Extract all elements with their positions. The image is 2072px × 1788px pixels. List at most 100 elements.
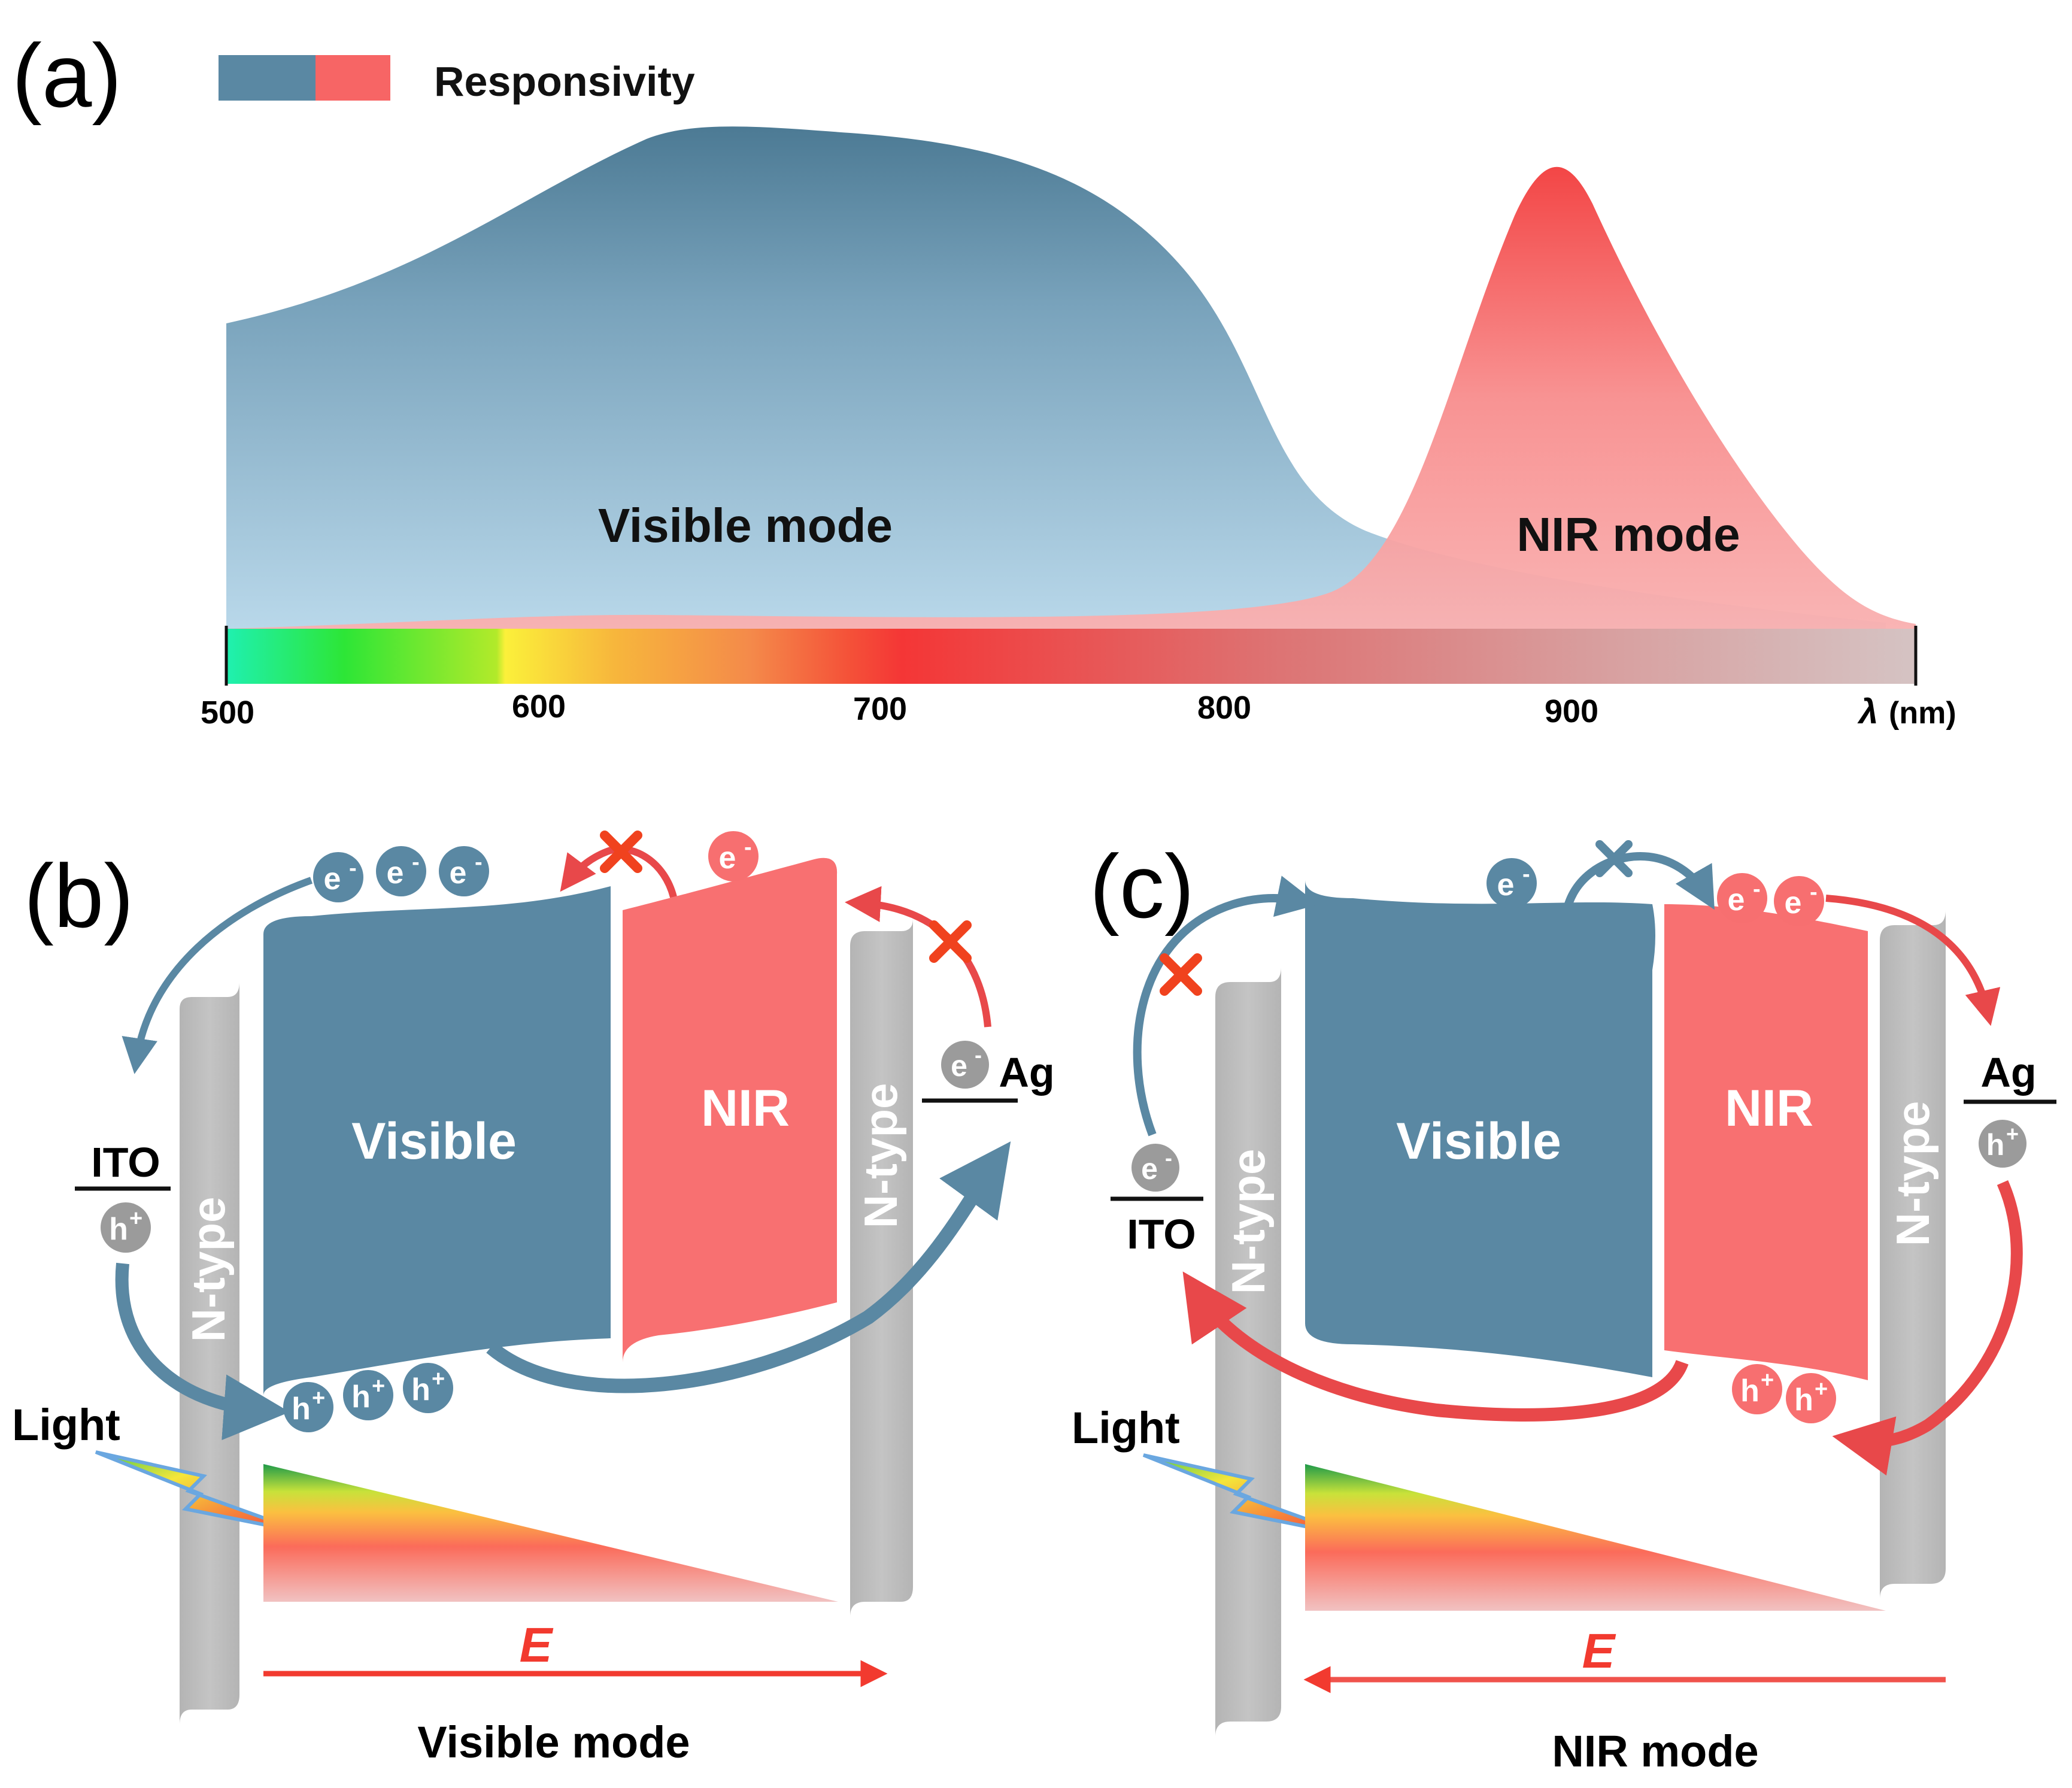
hole-carrier: h + [1732, 1364, 1782, 1414]
blocked-cross-icon [600, 831, 642, 873]
svg-text:-: - [1522, 862, 1530, 887]
visible-layer-block [263, 886, 611, 1395]
svg-text:h: h [351, 1380, 371, 1414]
axis-tick-700: 700 [853, 691, 907, 727]
svg-text:-: - [1165, 1145, 1172, 1170]
light-label-b: Light [12, 1400, 120, 1450]
svg-text:e: e [951, 1049, 967, 1083]
svg-text:h: h [1794, 1383, 1813, 1417]
axis-tick-800: 800 [1197, 690, 1251, 726]
axis-tick-600: 600 [512, 689, 566, 725]
panel-a-label: (a) [12, 25, 122, 126]
ntype-label-c-right: N-type [1886, 1101, 1939, 1247]
mode-label-c: NIR mode [1552, 1726, 1758, 1776]
hole-path-visible-to-ag [486, 1141, 1011, 1393]
electron-carrier: e - [1131, 1144, 1179, 1192]
nir-responsivity-area [226, 166, 1916, 629]
panel-a: (a) Responsivity Visible mode NIR mode 5… [12, 25, 1956, 731]
svg-text:e: e [1728, 883, 1745, 917]
hole-path-ag-to-nir [1832, 1180, 2023, 1476]
svg-text:-: - [1753, 877, 1761, 902]
electron-path-nir-to-ag [1825, 895, 2001, 1026]
hole-carrier: h + [403, 1363, 453, 1413]
hole-carrier: h + [1786, 1373, 1836, 1423]
hole-carrier: h + [1979, 1120, 2027, 1168]
ag-label-b: Ag [999, 1049, 1054, 1096]
ntype-bar-left [180, 982, 239, 1725]
svg-text:+: + [129, 1206, 142, 1231]
svg-text:h: h [1986, 1128, 2005, 1162]
hole-carrier: h + [343, 1370, 393, 1420]
visible-mode-label: Visible mode [598, 499, 893, 552]
svg-text:e: e [719, 841, 736, 875]
svg-text:h: h [411, 1372, 430, 1407]
svg-text:-: - [1810, 880, 1818, 905]
svg-text:+: + [1761, 1368, 1774, 1393]
light-label-c: Light [1072, 1403, 1180, 1453]
electron-path-to-ito [122, 877, 313, 1074]
blocked-electron-visible-to-nir [1561, 851, 1715, 920]
panel-c: (c) Visible NIR N-type N-type ITO Ag e -… [1072, 836, 2056, 1776]
svg-text:+: + [432, 1366, 445, 1392]
hole-carrier: h + [101, 1202, 151, 1253]
blocked-cross-icon [1595, 840, 1633, 877]
svg-text:e: e [324, 862, 341, 896]
svg-text:+: + [372, 1374, 385, 1399]
svg-text:-: - [349, 856, 357, 881]
visible-label-c: Visible [1396, 1113, 1561, 1170]
absorption-gradient-wedge [1305, 1464, 1886, 1611]
nir-label-c: NIR [1725, 1080, 1813, 1137]
electron-carrier: e - [1486, 858, 1537, 908]
nir-label-b: NIR [701, 1080, 790, 1137]
svg-text:e: e [1141, 1152, 1158, 1186]
hole-carrier: h + [283, 1382, 333, 1432]
axis-symbol-lambda: λ [1857, 692, 1878, 731]
svg-text:-: - [475, 850, 483, 875]
nir-layer-block [623, 857, 838, 1362]
ntype-label-b-right: N-type [854, 1083, 907, 1229]
ntype-bar-right [1880, 910, 1946, 1599]
blocked-cross-icon [929, 920, 972, 963]
svg-text:-: - [744, 835, 752, 860]
wavelength-spectrum-bar [226, 629, 1916, 684]
electron-carrier: e - [941, 1041, 989, 1089]
svg-text:h: h [292, 1392, 311, 1426]
field-label-c: E [1582, 1624, 1616, 1678]
mode-label-b: Visible mode [417, 1717, 690, 1767]
ntype-bar-right [850, 919, 913, 1617]
svg-text:-: - [412, 850, 420, 875]
ntype-label-b-left: N-type [182, 1197, 235, 1342]
panel-b: (b) Visible NIR N-type N-type ITO Ag e -… [12, 831, 1055, 1767]
svg-text:h: h [109, 1212, 128, 1247]
svg-text:e: e [450, 856, 467, 890]
svg-text:+: + [1815, 1377, 1828, 1402]
hole-path-nir-to-ito [1182, 1271, 1689, 1422]
axis-tick-900: 900 [1545, 693, 1598, 729]
visible-layer-block [1305, 880, 1655, 1377]
nir-mode-label: NIR mode [1516, 508, 1740, 561]
blocked-electron-ito-to-visible [1133, 875, 1319, 1137]
absorption-gradient-wedge [263, 1464, 838, 1602]
ito-label-c: ITO [1127, 1211, 1196, 1257]
panel-c-label: (c) [1090, 836, 1194, 937]
svg-text:e: e [1497, 868, 1515, 902]
field-label-b: E [520, 1618, 554, 1672]
ag-label-c: Ag [1980, 1049, 2036, 1096]
legend-label: Responsivity [434, 58, 695, 105]
hole-path-to-visible [115, 1262, 290, 1441]
blocked-cross-icon [1160, 953, 1202, 996]
panel-b-label: (b) [24, 845, 134, 946]
axis-unit: (nm) [1889, 696, 1956, 731]
svg-text:+: + [312, 1386, 325, 1411]
svg-text:-: - [975, 1043, 982, 1067]
electron-carrier: e - [313, 852, 363, 902]
electron-carrier: e - [439, 846, 489, 896]
electron-carrier: e - [1717, 873, 1767, 923]
nir-layer-block [1664, 904, 1868, 1380]
svg-text:e: e [1785, 886, 1802, 920]
legend-swatch-nir [315, 55, 390, 101]
electron-carrier: e - [1774, 876, 1824, 926]
svg-text:h: h [1740, 1374, 1759, 1408]
electron-carrier: e - [376, 846, 426, 896]
